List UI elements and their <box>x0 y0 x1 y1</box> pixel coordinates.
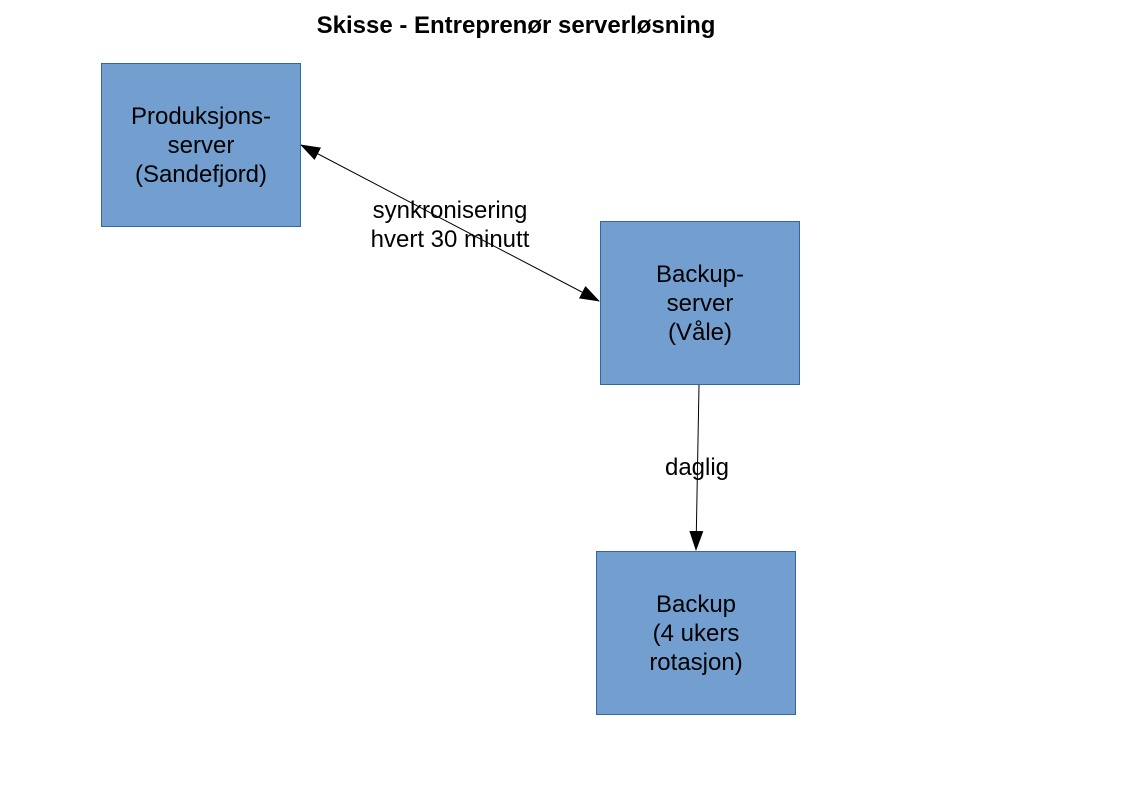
daily-edge-label: daglig <box>664 454 730 481</box>
daily-connector <box>689 384 704 551</box>
backup-server-label: Backup- server (Våle) <box>655 260 745 346</box>
backup-rotation-label: Backup (4 ukers rotasjon) <box>649 590 743 676</box>
backup-rotation-node: Backup (4 ukers rotasjon) <box>596 551 796 715</box>
diagram-title: Skisse - Entreprenør serverløsning <box>316 12 716 39</box>
production-server-label: Produksjons- server (Sandefjord) <box>130 102 272 188</box>
sync-edge-label: synkronisering hvert 30 minutt <box>370 197 530 253</box>
production-server-node: Produksjons- server (Sandefjord) <box>101 63 301 227</box>
backup-server-node: Backup- server (Våle) <box>600 221 800 385</box>
sync-connector <box>300 144 600 302</box>
